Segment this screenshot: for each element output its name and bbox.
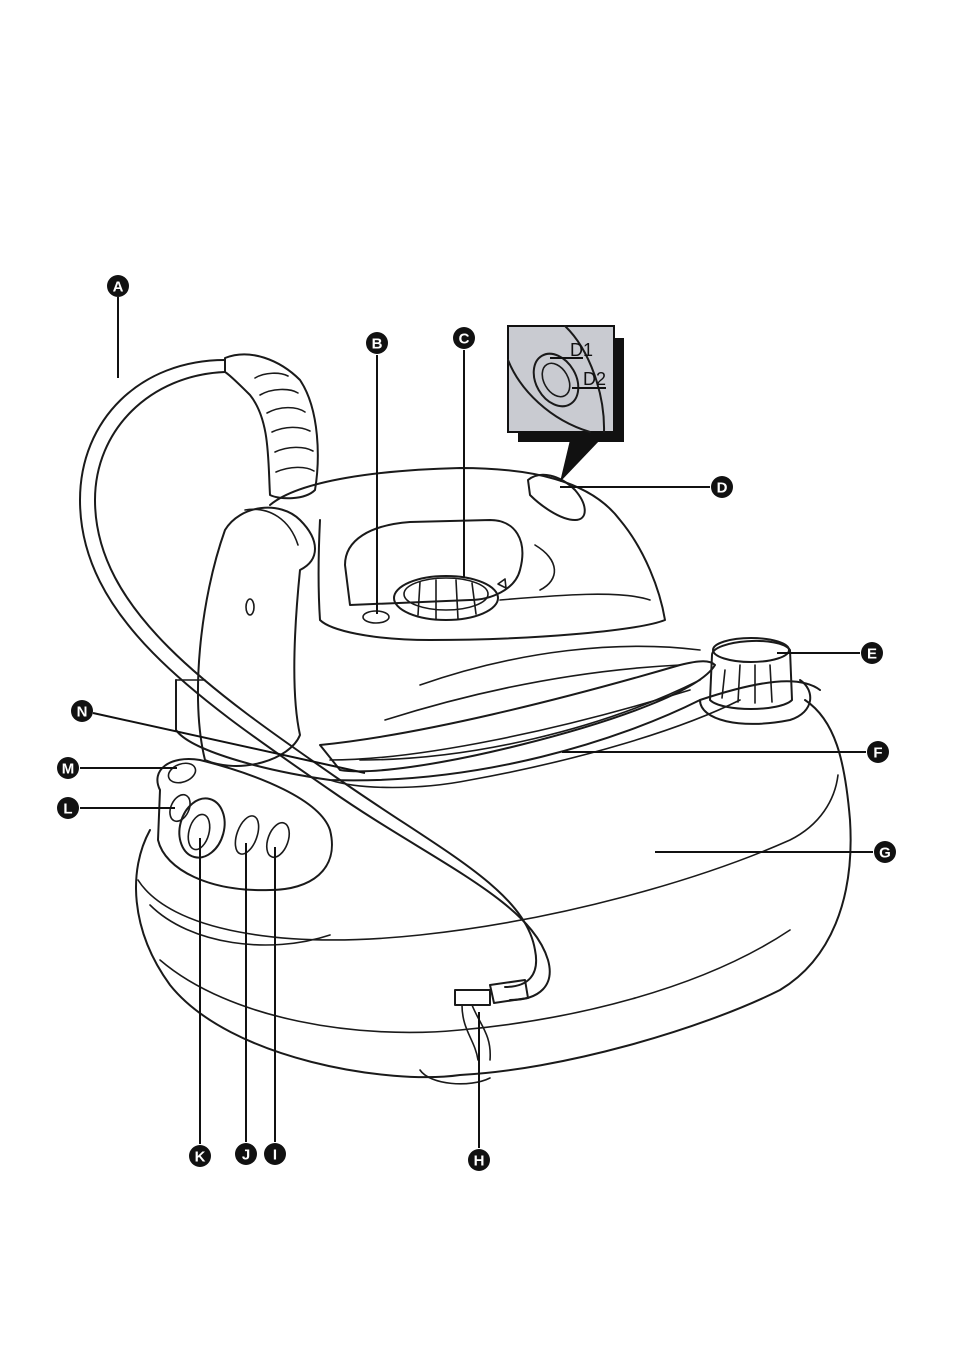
indicator-light-m bbox=[166, 760, 198, 786]
callout-label-i: I bbox=[273, 1147, 277, 1164]
callout-i: I bbox=[264, 1143, 286, 1165]
callout-label-c: C bbox=[459, 331, 470, 348]
callout-label-e: E bbox=[867, 646, 877, 663]
button-i[interactable] bbox=[262, 820, 293, 861]
callout-m: M bbox=[57, 757, 79, 779]
callout-n: N bbox=[71, 700, 93, 722]
inset-label-d1: D1 bbox=[570, 340, 593, 360]
callout-d: D bbox=[711, 476, 733, 498]
callout-label-j: J bbox=[242, 1147, 250, 1164]
callout-b: B bbox=[366, 332, 388, 354]
callout-label-d: D bbox=[717, 480, 728, 497]
callout-label-k: K bbox=[195, 1149, 206, 1166]
iron bbox=[198, 468, 715, 771]
callout-label-g: G bbox=[879, 845, 891, 862]
callout-c: C bbox=[453, 327, 475, 349]
callout-f: F bbox=[867, 741, 889, 763]
power-cord bbox=[455, 990, 490, 1060]
callout-g: G bbox=[874, 841, 896, 863]
on-off-switch-k[interactable] bbox=[173, 793, 231, 862]
callout-label-h: H bbox=[474, 1153, 485, 1170]
callout-a: A bbox=[107, 275, 129, 297]
base-control-panel bbox=[157, 759, 332, 890]
steam-control-switch[interactable] bbox=[528, 475, 585, 520]
callout-label-l: L bbox=[63, 801, 72, 818]
inset-switch-detail: D1 D2 bbox=[508, 326, 624, 482]
callout-label-a: A bbox=[113, 279, 124, 296]
callout-label-b: B bbox=[372, 336, 383, 353]
base-unit bbox=[136, 700, 851, 1084]
callout-j: J bbox=[235, 1143, 257, 1165]
callout-l: L bbox=[57, 797, 79, 819]
callout-label-f: F bbox=[873, 745, 882, 762]
heel-indicator bbox=[246, 599, 254, 615]
callout-label-n: N bbox=[77, 704, 88, 721]
callout-e: E bbox=[861, 642, 883, 664]
callout-k: K bbox=[189, 1145, 211, 1167]
callout-h: H bbox=[468, 1149, 490, 1171]
callout-label-m: M bbox=[62, 761, 75, 778]
inset-label-d2: D2 bbox=[583, 369, 606, 389]
